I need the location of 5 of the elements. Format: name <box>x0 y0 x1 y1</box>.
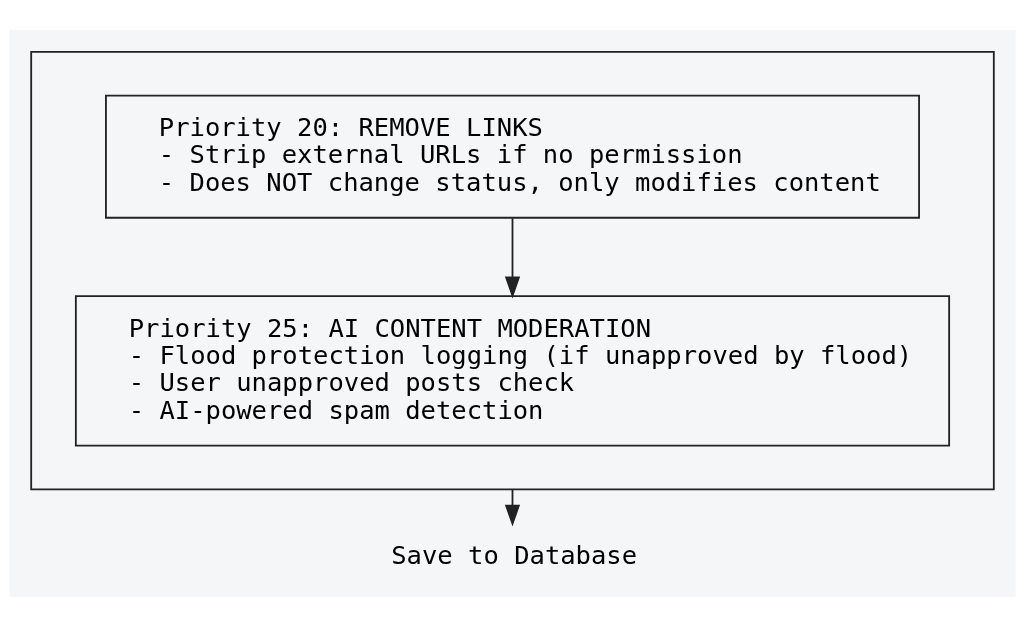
node-box: Priority 25: AI CONTENT MODERATION - Flood protection logging (if unapproved by flood) - User unapproved posts check - AI-powered spam detection <box>74 295 950 447</box>
node-box: Priority 20: REMOVE LINKS - Strip external URLs if no permission - Does NOT change status, only modifies content <box>104 94 920 219</box>
cluster <box>29 50 995 491</box>
arrow <box>504 217 520 299</box>
node-text: Save to Database <box>390 539 637 570</box>
